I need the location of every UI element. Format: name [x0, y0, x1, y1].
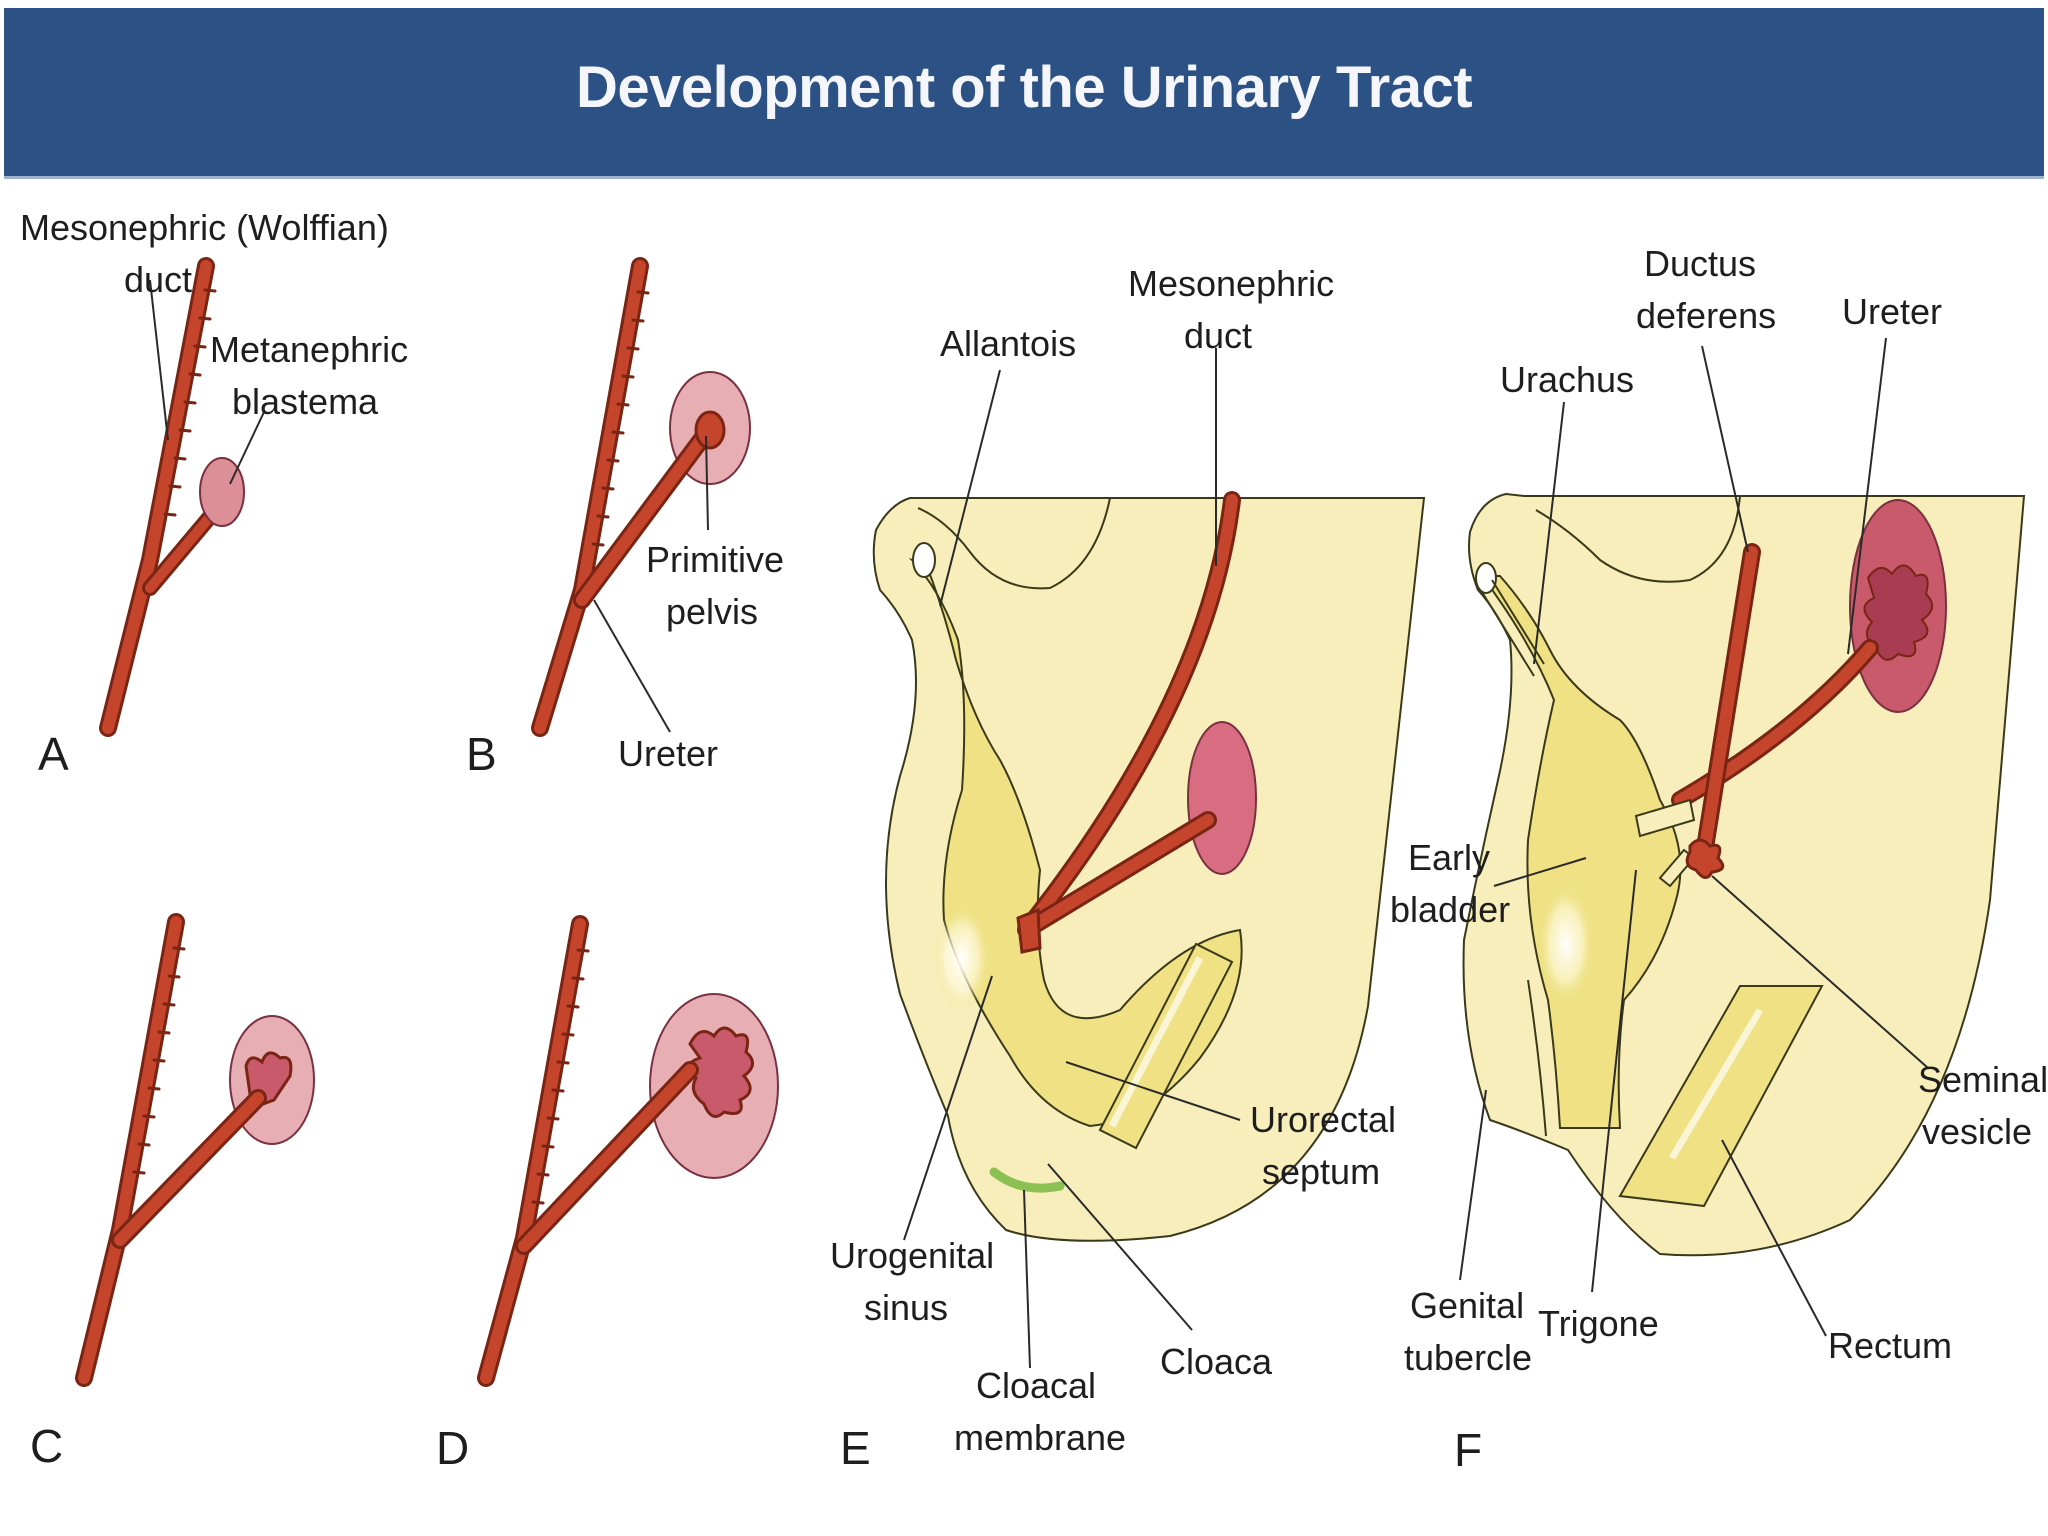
- label-ureter-f: Ureter: [1842, 291, 1942, 332]
- label-urachus: Urachus: [1500, 359, 1634, 400]
- label-tubercle: tubercle: [1404, 1337, 1532, 1378]
- mesonephric-tubules-c: [132, 946, 186, 1175]
- label-urogenital: Urogenital: [830, 1235, 994, 1276]
- mesonephric-tubules-b: [591, 290, 650, 547]
- panel-letter-f: F: [1454, 1424, 1482, 1476]
- label-bladder: bladder: [1390, 889, 1510, 930]
- label-mesonephric-e: Mesonephric: [1128, 263, 1334, 304]
- calyces-f: [1863, 564, 1933, 661]
- kidney-e: [1187, 721, 1257, 875]
- rectum-f: [1618, 985, 1824, 1208]
- panel-a: Mesonephric (Wolffian) duct Metanephric …: [20, 207, 408, 780]
- mesonephric-duct-c: [75, 913, 267, 1387]
- mesonephric-duct-d: [477, 915, 699, 1387]
- title-banner: Development of the Urinary Tract: [4, 8, 2044, 179]
- label-vesicle: vesicle: [1922, 1111, 2032, 1152]
- label-ductus: Ductus: [1644, 243, 1756, 284]
- label-early: Early: [1408, 837, 1490, 878]
- rectum-shine-f: [1668, 1008, 1764, 1160]
- panel-e: Allantois Mesonephric duct Urorectal sep…: [830, 263, 1426, 1474]
- panel-letter-b: B: [466, 728, 497, 780]
- urogenital-sinus-highlight-e: [934, 904, 990, 1012]
- label-membrane: membrane: [954, 1417, 1126, 1458]
- bladder-f: [1480, 575, 1682, 1129]
- label-blastema: blastema: [232, 381, 379, 422]
- label-deferens: deferens: [1636, 295, 1776, 336]
- panel-letter-e: E: [840, 1422, 871, 1474]
- label-sinus: sinus: [864, 1287, 948, 1328]
- panel-b: Primitive pelvis Ureter B: [466, 257, 784, 780]
- seminal-vesicle-f: [1685, 838, 1725, 879]
- allantois-lumen-e: [912, 542, 936, 578]
- mesonephric-tubules-a: [163, 288, 217, 517]
- body-wall-notch-f: [1535, 495, 1741, 583]
- panel-letter-c: C: [30, 1420, 63, 1472]
- bladder-highlight-f: [1538, 884, 1594, 1004]
- ductus-deferens-f: [1695, 543, 1761, 863]
- body-wall-notch-e: [917, 497, 1111, 590]
- label-genital: Genital: [1410, 1285, 1524, 1326]
- urachus-lumen-f: [1475, 562, 1497, 594]
- label-ureter-b: Ureter: [618, 733, 718, 774]
- label-seminal: Seminal: [1918, 1059, 2048, 1100]
- mesonephric-duct-b: [531, 257, 726, 737]
- cloacal-membrane-e: [989, 1167, 1065, 1193]
- label-allantois: Allantois: [940, 323, 1076, 364]
- mesonephric-duct-e: [1016, 491, 1241, 954]
- label-mesonephric-duct-e: duct: [1184, 315, 1252, 356]
- label-cloaca: Cloaca: [1160, 1341, 1273, 1382]
- metanephric-blastema-a: [199, 457, 245, 527]
- panel-letter-a: A: [38, 728, 69, 780]
- label-rectum: Rectum: [1828, 1325, 1952, 1366]
- allantois-e: [908, 558, 1243, 1128]
- label-mesonephric-duct-a: duct: [124, 259, 192, 300]
- label-septum: septum: [1262, 1151, 1380, 1192]
- panel-f: Urachus Ductus deferens Ureter Early bla…: [1390, 243, 2048, 1476]
- label-metanephric: Metanephric: [210, 329, 408, 370]
- label-urorectal: Urorectal: [1250, 1099, 1396, 1140]
- label-mesonephric-wolffian: Mesonephric (Wolffian): [20, 207, 389, 248]
- branching-calyces-d: [687, 1026, 754, 1118]
- panel-letter-d: D: [436, 1422, 469, 1474]
- urorectal-septum-shine-e: [1108, 956, 1204, 1128]
- genital-tubercle-groove-f: [1527, 979, 1547, 1137]
- panel-c: C: [30, 913, 315, 1472]
- mesonephric-duct-a: [99, 257, 222, 737]
- panel-d: D: [436, 915, 779, 1474]
- ureter-opening-f: [1634, 798, 1696, 838]
- urorectal-septum-e: [1098, 942, 1234, 1150]
- mesonephric-tubules-d: [531, 948, 590, 1205]
- label-trigone: Trigone: [1538, 1303, 1659, 1344]
- page-title: Development of the Urinary Tract: [575, 55, 1473, 120]
- label-cloacal: Cloacal: [976, 1365, 1096, 1406]
- label-pelvis: pelvis: [666, 591, 758, 632]
- label-primitive: Primitive: [646, 539, 784, 580]
